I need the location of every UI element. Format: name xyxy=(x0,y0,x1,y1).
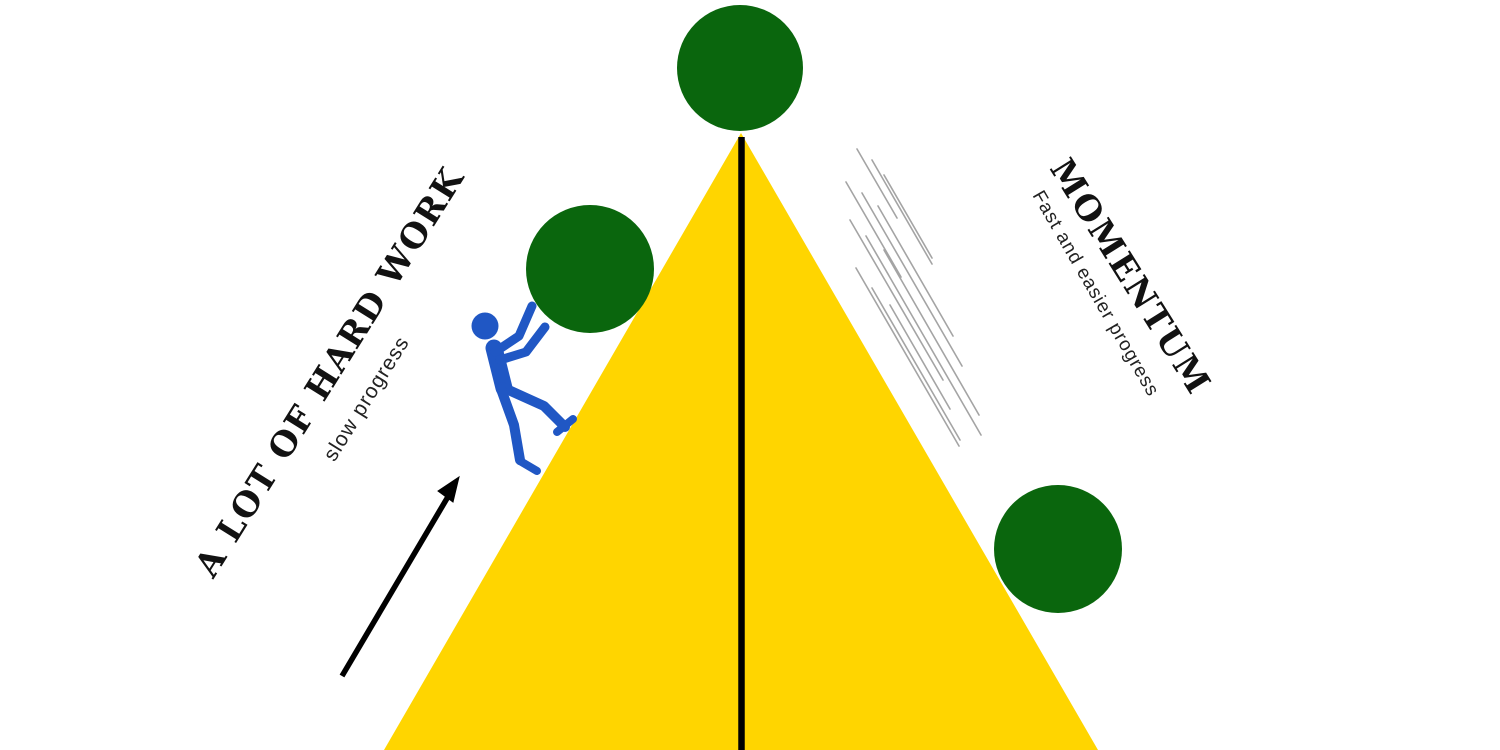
speed-line xyxy=(871,287,961,441)
climber-leg-trailing xyxy=(496,384,525,465)
climber-leg-braced xyxy=(497,382,570,432)
climber-foot-trailing xyxy=(516,457,541,475)
climber-head xyxy=(471,312,499,340)
arrow-shaft xyxy=(339,493,452,678)
climber-arm-lower xyxy=(495,322,550,365)
speed-line xyxy=(877,205,954,337)
climber-arm-upper xyxy=(490,301,537,357)
arrow-head xyxy=(437,475,460,503)
boulder-right-icon xyxy=(994,485,1122,613)
speed-line xyxy=(856,148,898,219)
speed-line xyxy=(883,174,933,259)
boulder-left-icon xyxy=(526,205,654,333)
climber-foot-braced xyxy=(553,415,577,436)
speed-line xyxy=(855,267,960,447)
speed-line xyxy=(849,219,944,381)
boulder-top-icon xyxy=(677,5,803,131)
speed-line xyxy=(861,192,963,367)
speed-line xyxy=(883,249,980,416)
speed-line xyxy=(845,181,902,278)
speed-line xyxy=(865,235,982,436)
climber-icon xyxy=(471,301,577,475)
upward-arrow-icon xyxy=(339,475,460,678)
speed-line xyxy=(871,159,933,265)
speed-line xyxy=(889,304,951,410)
speed-lines-icon xyxy=(845,148,982,447)
